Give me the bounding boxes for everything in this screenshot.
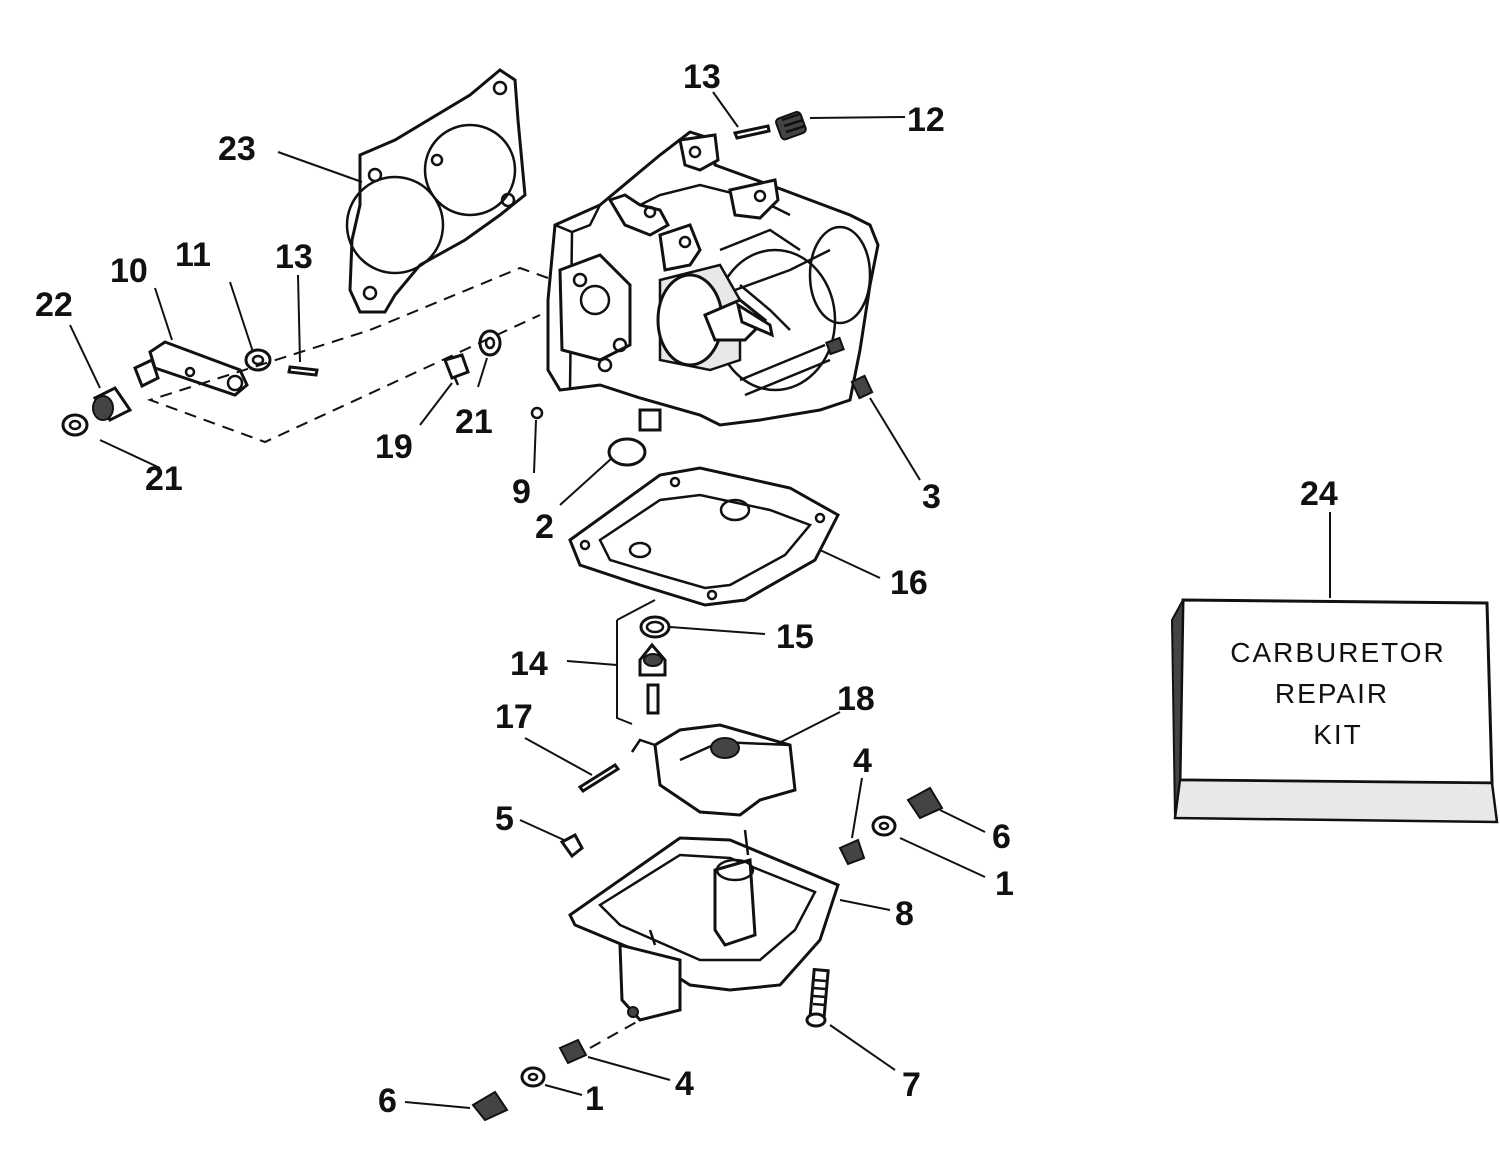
part-4-jet-right (838, 838, 866, 866)
part-3-screw (850, 374, 874, 400)
part-6-plug-bottom (471, 1090, 509, 1122)
callout-18: 18 (837, 680, 875, 718)
callout-17: 17 (495, 698, 533, 736)
assembly-dashed-line (146, 266, 549, 444)
callout-21-mid: 21 (455, 403, 493, 441)
callout-24: 24 (1300, 475, 1338, 513)
part-1-washer-right (871, 815, 897, 837)
callout-23: 23 (218, 130, 256, 168)
part-5-screw (559, 832, 584, 859)
callout-6-right: 6 (992, 818, 1011, 856)
callout-16: 16 (890, 564, 928, 602)
part-4-jet-bottom (558, 1038, 588, 1065)
callout-7: 7 (902, 1066, 921, 1104)
callout-13-top: 13 (683, 58, 721, 96)
part-12-plug (775, 111, 807, 141)
part-15-oring (639, 615, 671, 639)
part-9-ball (530, 406, 544, 420)
kit-label-line2: REPAIR (1275, 678, 1389, 709)
part-18-float (630, 723, 797, 817)
part-14-needle-seat (616, 599, 667, 725)
callout-15: 15 (776, 618, 814, 656)
callout-1-right: 1 (995, 865, 1014, 903)
callout-14: 14 (510, 645, 548, 683)
part-24-repair-kit-box: CARBURETOR REPAIR KIT (1170, 598, 1499, 824)
part-7-screw (805, 967, 830, 1028)
part-19-fitting (443, 353, 470, 386)
callout-10: 10 (110, 252, 148, 290)
callout-1-bottom: 1 (585, 1080, 604, 1118)
part-10-lever (133, 340, 249, 397)
callout-4-right: 4 (853, 742, 872, 780)
kit-label-line1: CARBURETOR (1230, 637, 1446, 668)
callout-12: 12 (907, 101, 945, 139)
part-22-spacer (92, 386, 133, 422)
callout-4-bottom: 4 (675, 1065, 694, 1103)
callout-22: 22 (35, 286, 73, 324)
part-17-pin (577, 762, 621, 794)
callout-3: 3 (922, 478, 941, 516)
part-11-washer (244, 348, 272, 372)
part-13-pin-top (732, 124, 771, 140)
bowl-dashed-line (589, 1019, 641, 1049)
part-2-disc (607, 437, 647, 467)
callout-labels: 23 10 11 13 22 21 19 21 9 2 13 12 3 16 1… (35, 58, 1338, 1120)
callout-21-left: 21 (145, 460, 183, 498)
leader-lines (69, 91, 1331, 1109)
part-13-pin-left (287, 365, 319, 377)
callout-13-left: 13 (275, 238, 313, 276)
part-8-float-bowl (568, 829, 840, 1022)
callout-9: 9 (512, 473, 531, 511)
callout-8: 8 (895, 895, 914, 933)
carburetor-body (546, 130, 880, 432)
callout-19: 19 (375, 428, 413, 466)
callout-6-bottom: 6 (378, 1082, 397, 1120)
part-21-washer-left (61, 413, 89, 437)
part-23-flange-gasket (345, 68, 527, 314)
kit-label-line3: KIT (1313, 719, 1363, 750)
part-1-washer-bottom (520, 1066, 546, 1088)
callout-2: 2 (535, 508, 554, 546)
part-16-bowl-gasket (568, 466, 840, 607)
part-6-plug-right (906, 786, 944, 820)
callout-11: 11 (175, 236, 211, 274)
callout-5: 5 (495, 800, 514, 838)
